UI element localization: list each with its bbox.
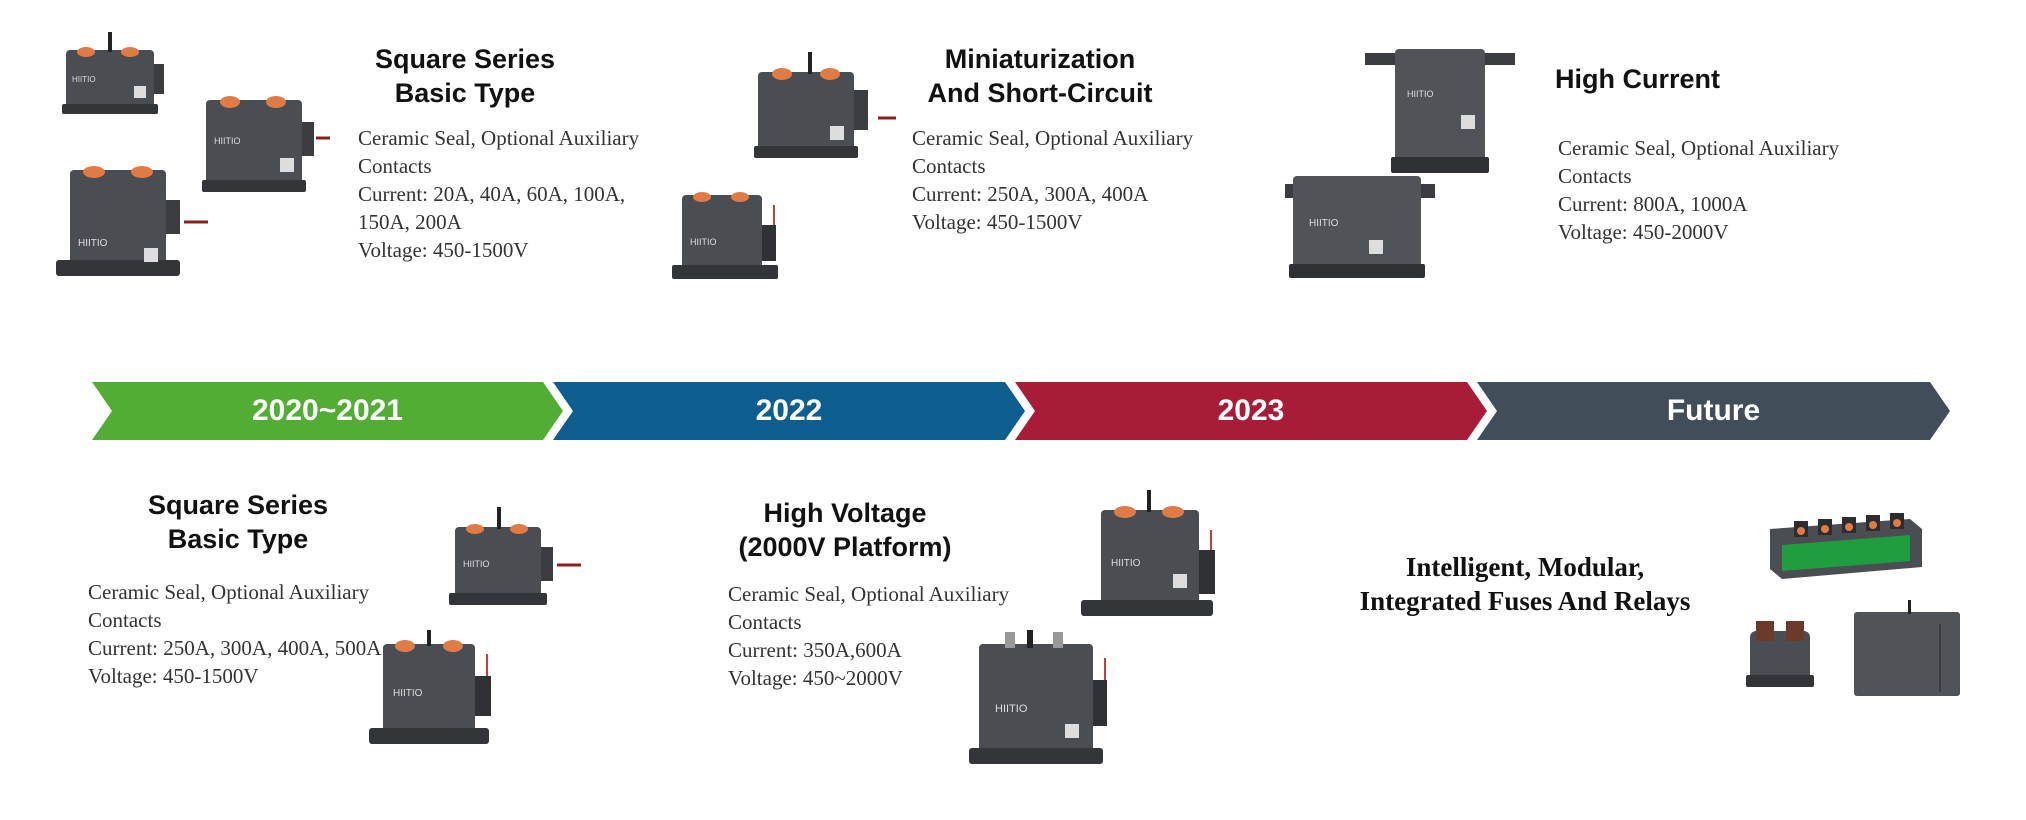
intelligent-module-image-c <box>1854 600 1960 696</box>
relay-image-4b: HIITIO <box>369 630 491 744</box>
timeline-stage-1-label: 2020~2021 <box>252 394 403 427</box>
svg-text:HIITIO: HIITIO <box>72 75 96 84</box>
svg-text:HIITIO: HIITIO <box>690 237 717 247</box>
relay-image-4a: HIITIO <box>449 507 581 605</box>
relay-image-1c: HIITIO <box>56 166 208 276</box>
product-3-title: High Current <box>1555 64 1720 94</box>
intelligent-module-image-a <box>1770 513 1922 579</box>
relay-image-2b: HIITIO <box>672 192 778 279</box>
svg-text:HIITIO: HIITIO <box>1309 218 1339 229</box>
timeline-stage-4-label: Future <box>1666 394 1761 427</box>
svg-text:HIITIO: HIITIO <box>393 688 423 699</box>
timeline-stage-1-arrow <box>92 382 563 440</box>
svg-text:HIITIO: HIITIO <box>78 238 108 249</box>
intelligent-module-image-b <box>1746 621 1814 687</box>
product-6-title: Intelligent, Modular,Integrated Fuses An… <box>1359 552 1691 616</box>
svg-text:HIITIO: HIITIO <box>463 559 490 569</box>
relay-image-3b: HIITIO <box>1285 176 1435 278</box>
timeline-stage-2-label: 2022 <box>755 394 823 427</box>
product-5-title: High Voltage(2000V Platform) <box>738 498 952 562</box>
relay-image-1b: HIITIO <box>202 96 330 192</box>
relay-image-2a <box>754 52 896 158</box>
relay-image-3a: HIITIO <box>1365 49 1515 173</box>
relay-image-1a: HIITIO <box>62 32 164 114</box>
timeline-stage-4-arrow <box>1477 382 1950 440</box>
timeline-stage-2-arrow <box>553 382 1025 440</box>
svg-text:HIITIO: HIITIO <box>995 703 1028 715</box>
relay-image-5a: HIITIO <box>1081 490 1215 616</box>
svg-text:HIITIO: HIITIO <box>214 136 241 146</box>
svg-text:HIITIO: HIITIO <box>1111 558 1141 569</box>
timeline-stage-3-arrow <box>1015 382 1487 440</box>
relay-image-5b: HIITIO <box>969 630 1107 764</box>
svg-text:HIITIO: HIITIO <box>1407 89 1434 99</box>
timeline-stage-3-label: 2023 <box>1217 394 1285 427</box>
